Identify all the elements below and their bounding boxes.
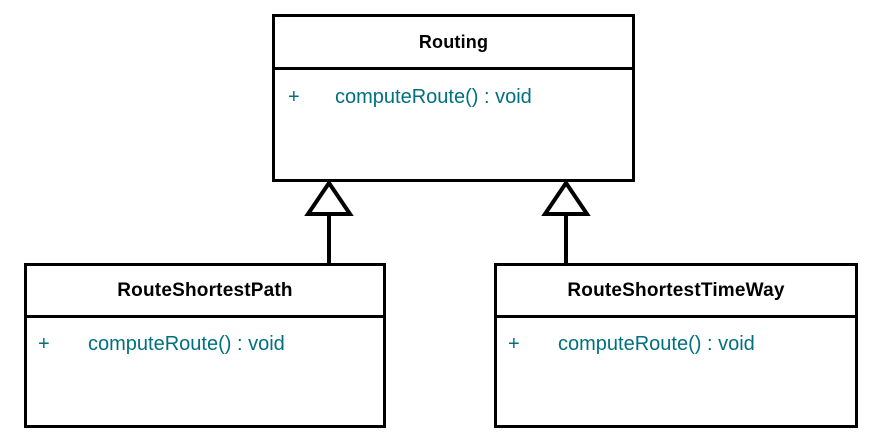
uml-class-route-shortest-path[interactable]: RouteShortestPath + computeRoute() : voi… (24, 263, 386, 428)
uml-class-route-shortest-path-members: + computeRoute() : void (27, 318, 383, 356)
uml-member-row: + computeRoute() : void (27, 333, 383, 356)
uml-member-row: + computeRoute() : void (497, 333, 855, 356)
uml-class-routing-title: Routing (275, 17, 632, 70)
uml-class-route-shortest-time-way[interactable]: RouteShortestTimeWay + computeRoute() : … (494, 263, 858, 428)
uml-class-route-shortest-time-way-members: + computeRoute() : void (497, 318, 855, 356)
uml-class-route-shortest-path-title: RouteShortestPath (27, 266, 383, 318)
generalization-left-arrowhead-icon (304, 179, 354, 216)
uml-member-visibility-public: + (508, 333, 520, 355)
uml-member-signature: computeRoute() : void (335, 86, 532, 108)
uml-member-signature: computeRoute() : void (558, 333, 755, 355)
uml-class-routing[interactable]: Routing + computeRoute() : void (272, 14, 635, 182)
uml-class-routing-members: + computeRoute() : void (275, 70, 632, 109)
uml-member-row: + computeRoute() : void (275, 86, 632, 109)
generalization-right (541, 179, 591, 263)
uml-member-signature: computeRoute() : void (88, 333, 285, 355)
uml-member-visibility-public: + (288, 86, 300, 108)
generalization-left (304, 179, 354, 263)
generalization-right-arrowhead-icon (541, 179, 591, 216)
uml-class-route-shortest-time-way-title: RouteShortestTimeWay (497, 266, 855, 318)
uml-member-visibility-public: + (38, 333, 50, 355)
